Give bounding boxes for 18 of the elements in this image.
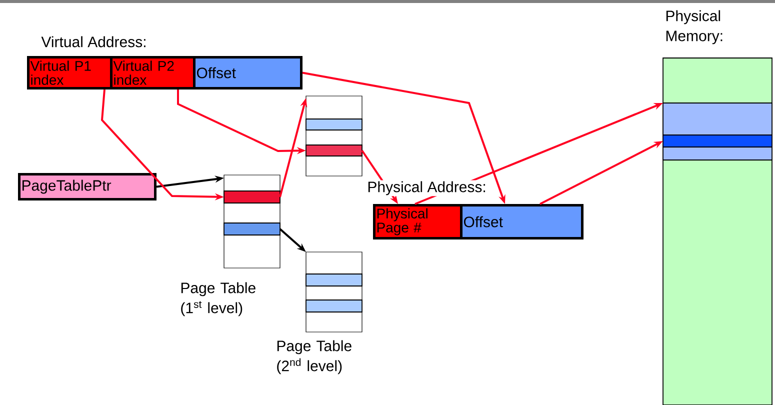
address-field: Virtual P2 index [110,56,196,90]
table-entry [224,190,280,204]
node-label: Page Table (1$^{st}$ level) [181,282,256,316]
address-field: Offset [193,56,302,90]
address-field: Physical Page # [373,204,462,240]
table-entry [306,144,362,156]
pointer-box: PageTablePtr [18,173,156,200]
heading: Physical Address: [366,180,488,196]
address-field: Offset [460,204,584,240]
table-entry [306,118,362,130]
node-label: Physical Memory: [666,10,722,44]
heading: Virtual Address: [40,35,148,48]
memory-entry [662,134,772,148]
address-field: Virtual P1 index [27,56,112,90]
table-entry [224,222,280,236]
table-entry [306,300,362,312]
node-label: Page Table (2$^{nd}$ level) [277,340,352,374]
table-entry [306,274,362,286]
